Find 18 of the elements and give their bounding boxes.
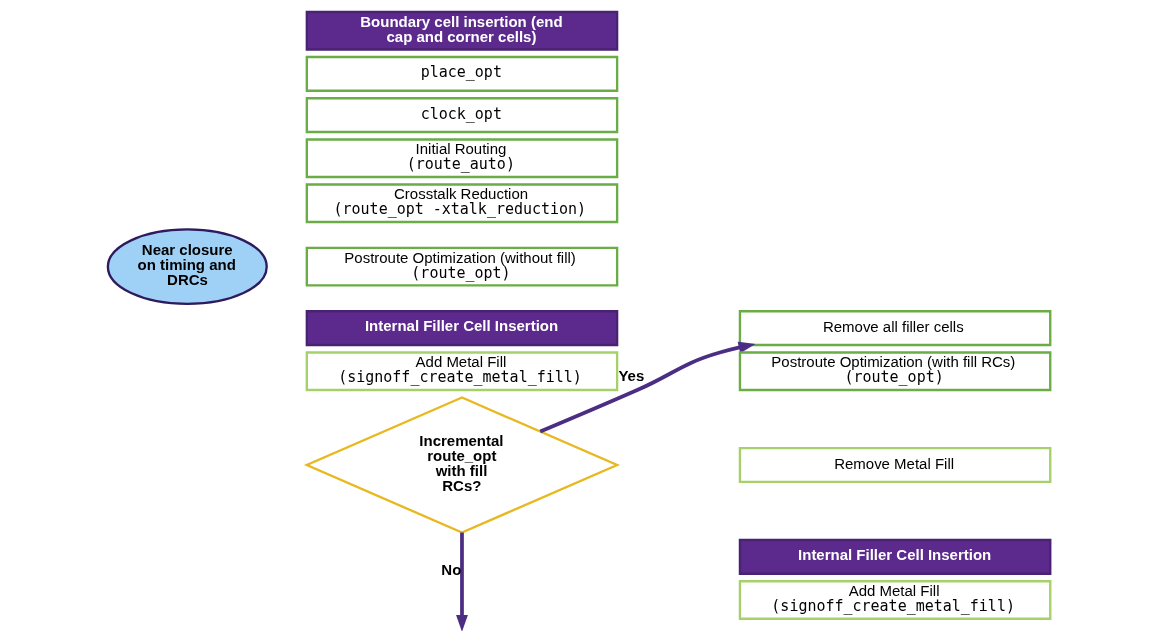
node-box: Postroute Optimization (with fill RCs) (route_opt) (738, 351, 1051, 392)
node-box: Initial Routing (route_auto) (305, 138, 618, 179)
edge-label: Yes (617, 366, 644, 384)
node-box: place_opt (305, 55, 618, 92)
node-box: Postroute Optimization (without fill) (route_opt) (305, 246, 618, 287)
node-box: clock_opt (305, 97, 618, 134)
node-ellipse: Near closure on timing and DRCs (106, 228, 268, 306)
node-box: Remove Metal Fill (738, 447, 1051, 484)
node-box: Internal Filler Cell Insertion (738, 538, 1051, 575)
node-box: Add Metal Fill (signoff_create_metal_fill) (305, 351, 618, 392)
node-diamond: Incremental route_opt with fill RCs? (303, 396, 620, 534)
arrow (455, 532, 468, 631)
node-box: Remove all filler cells (738, 310, 1051, 347)
node-box: Crosstalk Reduction (route_opt -xtalk_reduction) (305, 183, 618, 224)
arrow (539, 341, 755, 434)
node-box: Boundary cell insertion (end cap and corner cells) (305, 10, 618, 51)
node-box: Add Metal Fill (signoff_create_metal_fill) (738, 580, 1051, 620)
node-box: Internal Filler Cell Insertion (305, 310, 618, 347)
